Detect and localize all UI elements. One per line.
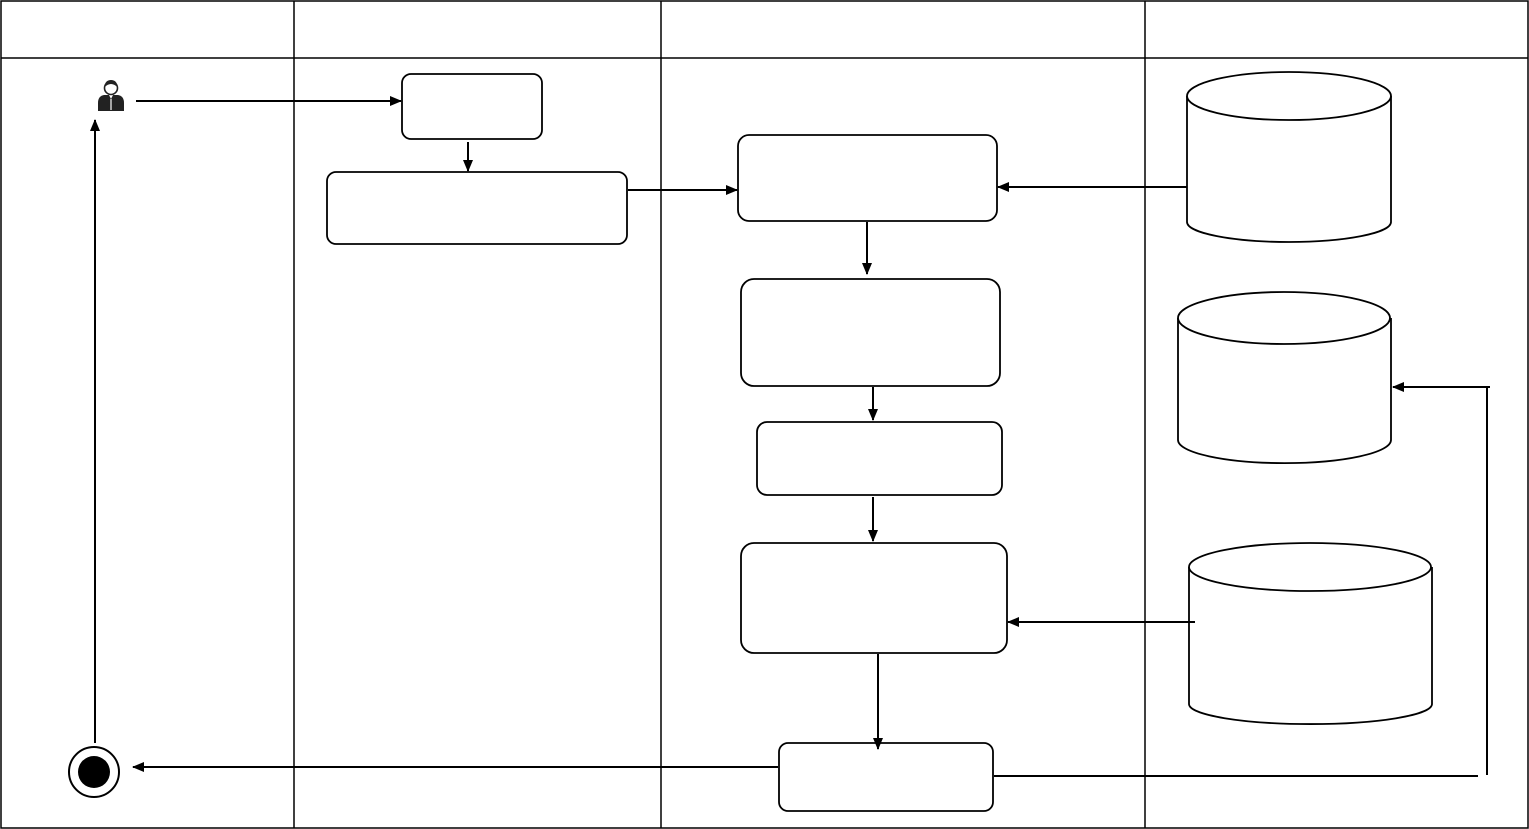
process-node <box>401 73 543 140</box>
final-node-icon <box>68 746 120 798</box>
process-node <box>740 278 1001 387</box>
process-node <box>326 171 628 245</box>
edges <box>90 96 1490 777</box>
process-node <box>737 134 998 222</box>
process-node <box>778 742 994 812</box>
database-icon <box>1177 291 1392 464</box>
process-node <box>740 542 1008 654</box>
user-icon <box>98 80 124 111</box>
database-icon <box>1186 71 1392 243</box>
process-nodes <box>326 73 1008 812</box>
database-icon <box>1188 542 1433 725</box>
process-node <box>756 421 1003 496</box>
